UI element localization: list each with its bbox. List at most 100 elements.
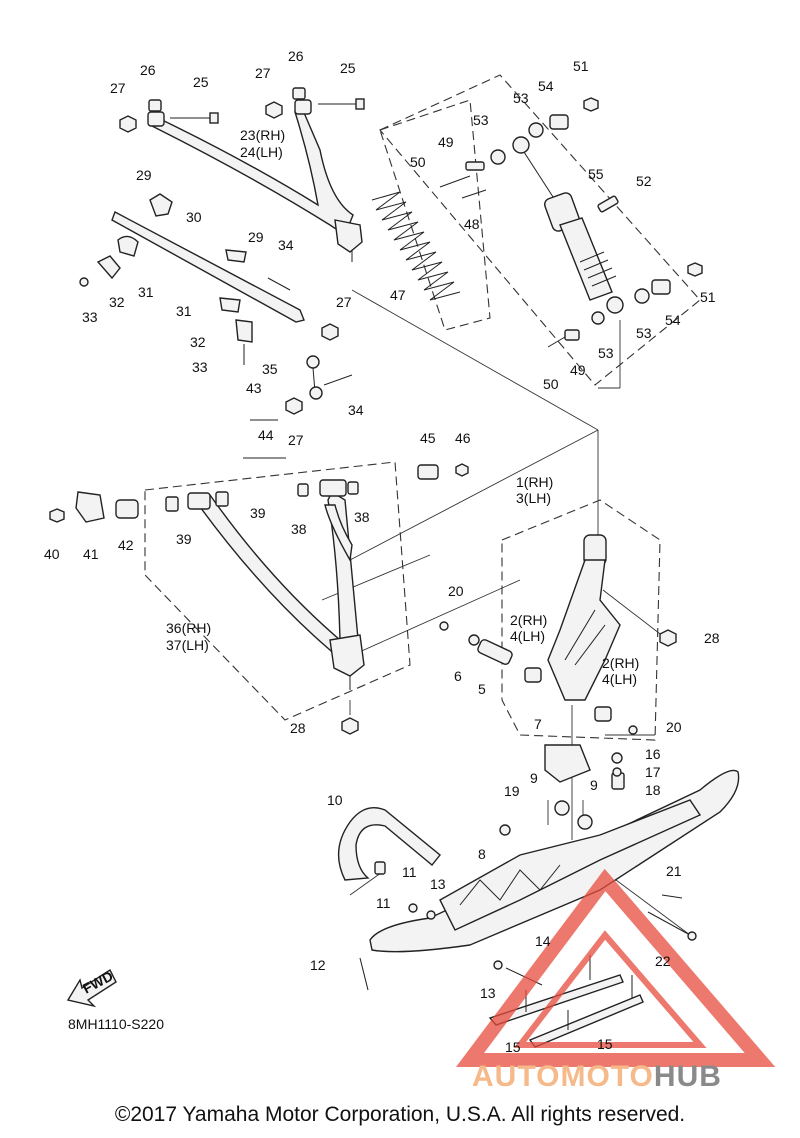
part-number-label: 37(LH) xyxy=(166,637,209,653)
part-number-label: 45 xyxy=(420,430,436,446)
part-number-label: 38 xyxy=(291,521,307,537)
part-number-label: 26 xyxy=(288,48,304,64)
bushing-26 xyxy=(148,99,162,112)
part-number-label: 36(RH) xyxy=(166,620,211,636)
part-number-label: 1(RH) xyxy=(516,474,553,490)
part-number-label: 54 xyxy=(538,78,554,94)
diagram-code: 8MH1110-S220 xyxy=(68,1016,164,1032)
part-number-label: 27 xyxy=(110,80,126,96)
part-number-label: 49 xyxy=(438,134,454,150)
part-number-label: 11 xyxy=(376,895,391,911)
part-number-label: 39 xyxy=(250,505,266,521)
spindle-assembly-box xyxy=(501,499,661,741)
part-number-label: 38 xyxy=(354,509,370,525)
coil-spring xyxy=(371,191,461,301)
part-number-label: 29 xyxy=(248,229,264,245)
part-number-label: 10 xyxy=(327,792,343,808)
part-number-label: 54 xyxy=(665,312,681,328)
part-number-label: 41 xyxy=(83,546,99,562)
part-number-label: 34 xyxy=(348,402,364,418)
part-number-label: 42 xyxy=(118,537,134,553)
part-number-label: 32 xyxy=(109,294,125,310)
link-rod xyxy=(243,355,353,459)
shock-absorber xyxy=(439,97,703,348)
part-number-label: 33 xyxy=(82,309,98,325)
part-number-label: 28 xyxy=(704,630,720,646)
part-number-label: 34 xyxy=(278,237,294,253)
ski xyxy=(369,744,740,953)
part-number-label: 51 xyxy=(573,58,589,74)
upper-a-arm xyxy=(119,87,365,262)
part-number-label: 9 xyxy=(530,770,538,786)
part-number-label: 12 xyxy=(310,957,326,973)
part-labels: 27 26 25 27 26 25 23(RH)24(LH) 29 30 29 34 33 32 31 31… xyxy=(44,48,720,1055)
part-number-label: 6 xyxy=(454,668,462,684)
part-number-label: 28 xyxy=(290,720,306,736)
part-number-label: 9 xyxy=(590,777,598,793)
part-number-label: 44 xyxy=(258,427,274,443)
watermark-brand: AUTOMOTOHUB xyxy=(472,1060,722,1094)
part-number-label: 21 xyxy=(666,863,682,879)
part-number-label: 31 xyxy=(176,303,192,319)
part-number-label: 19 xyxy=(504,783,520,799)
stabilizer-bar xyxy=(79,193,339,365)
part-number-label: 48 xyxy=(464,216,480,232)
part-number-label: 35 xyxy=(262,361,278,377)
part-number-label: 43 xyxy=(246,380,262,396)
part-number-label: 51 xyxy=(700,289,716,305)
part-number-label: 8 xyxy=(478,846,486,862)
part-number-label: 50 xyxy=(543,376,559,392)
part-number-label: 16 xyxy=(645,746,661,762)
part-number-label: 55 xyxy=(588,166,604,182)
part-number-label: 53 xyxy=(598,345,614,361)
lower-arm-assembly-box xyxy=(144,461,411,721)
part-number-label: 30 xyxy=(186,209,202,225)
part-number-label: 40 xyxy=(44,546,60,562)
part-number-label: 53 xyxy=(636,325,652,341)
watermark-brand-part2: HUB xyxy=(653,1060,722,1093)
part-number-label: 18 xyxy=(645,782,661,798)
part-number-label: 5 xyxy=(478,681,486,697)
part-number-label: 52 xyxy=(636,173,652,189)
part-number-label: 2(RH) xyxy=(602,655,639,671)
part-number-label: 53 xyxy=(513,90,529,106)
part-number-label: 25 xyxy=(193,74,209,90)
part-number-label: 27 xyxy=(255,65,271,81)
part-number-label: 11 xyxy=(402,864,417,880)
part-number-label: 46 xyxy=(455,430,471,446)
part-number-label: 32 xyxy=(190,334,206,350)
part-number-label: 20 xyxy=(448,583,464,599)
part-number-label: 33 xyxy=(192,359,208,375)
part-number-label: 17 xyxy=(645,764,661,780)
copyright-notice: ©2017 Yamaha Motor Corporation, U.S.A. A… xyxy=(114,1103,686,1126)
part-number-label: 49 xyxy=(570,362,586,378)
part-number-label: 2(RH) xyxy=(510,612,547,628)
part-number-label: 13 xyxy=(480,985,496,1001)
part-number-label: 22 xyxy=(655,953,671,969)
part-number-label: 27 xyxy=(288,432,304,448)
part-number-label: 27 xyxy=(336,294,352,310)
part-number-label: 31 xyxy=(138,284,154,300)
leader-lines xyxy=(321,289,691,936)
part-number-label: 53 xyxy=(473,112,489,128)
ski-handle xyxy=(337,807,441,920)
part-number-label: 4(LH) xyxy=(602,671,637,687)
part-number-label: 26 xyxy=(140,62,156,78)
part-number-label: 25 xyxy=(340,60,356,76)
part-number-label: 50 xyxy=(410,154,426,170)
part-number-label: 20 xyxy=(666,719,682,735)
lower-a-arm xyxy=(49,463,469,690)
part-number-label: 24(LH) xyxy=(240,144,283,160)
watermark-logo xyxy=(456,868,776,1067)
watermark-brand-part1: AUTOMOTO xyxy=(472,1060,654,1093)
part-number-label: 23(RH) xyxy=(240,127,285,143)
part-number-label: 29 xyxy=(136,167,152,183)
part-number-label: 15 xyxy=(597,1036,613,1052)
part-number-label: 4(LH) xyxy=(510,628,545,644)
part-number-label: 47 xyxy=(390,287,406,303)
steering-spindle xyxy=(341,534,677,735)
part-number-label: 3(LH) xyxy=(516,490,551,506)
fwd-arrow-icon: FWD xyxy=(66,968,117,1008)
part-number-label: 14 xyxy=(535,933,551,949)
